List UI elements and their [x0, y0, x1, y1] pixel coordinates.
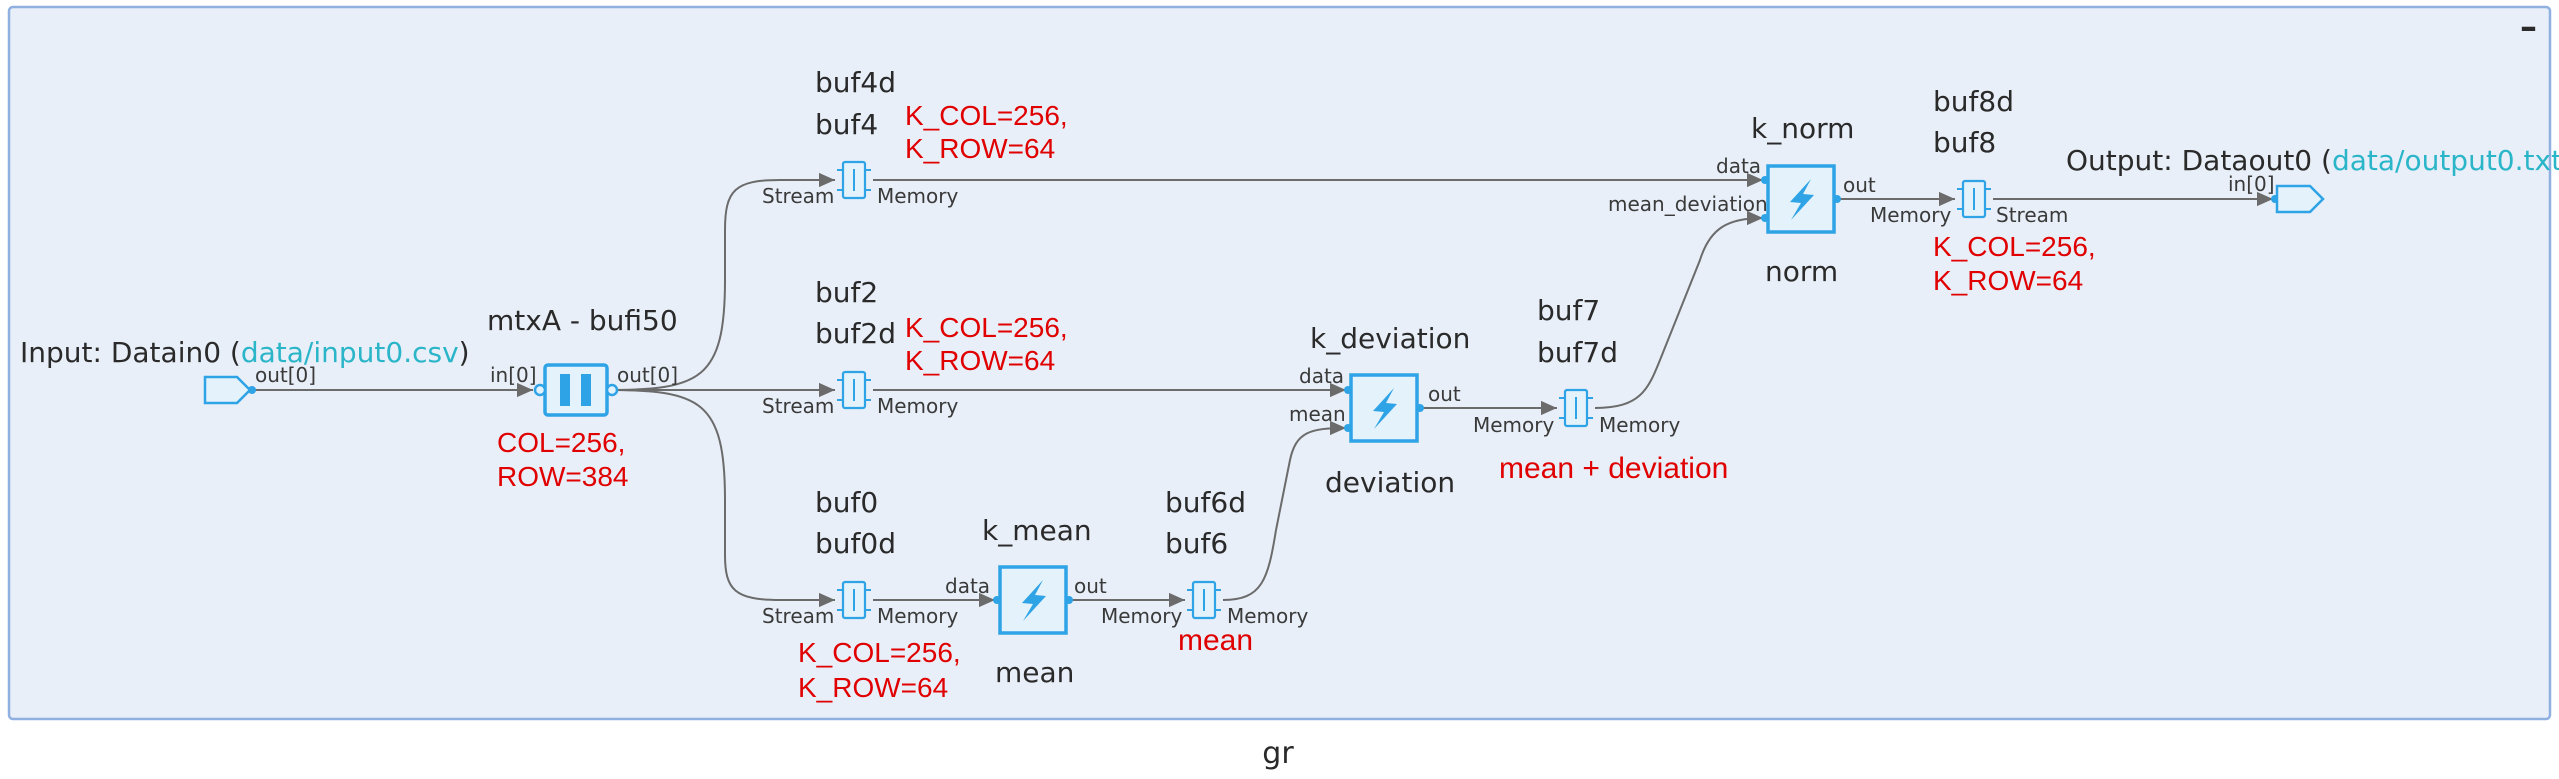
buf8-param-col: K_COL=256, [1933, 231, 2096, 262]
buf7-name-a: buf7 [1537, 294, 1600, 327]
wire-mtx-buf4 [606, 172, 835, 391]
wire-mtx-buf0 [606, 389, 835, 608]
kdev-func: deviation [1325, 466, 1455, 499]
mtx-in-port-label: in[0] [490, 363, 537, 387]
kdev-in-data-label: data [1299, 364, 1344, 388]
kmean-box [998, 565, 1068, 635]
mtx-pause-icon [560, 374, 570, 406]
buf6-left-label: Memory [1101, 604, 1183, 628]
input-title: Input: Datain0 (data/input0.csv) [20, 336, 470, 369]
buf4-name-a: buf4d [815, 66, 896, 99]
buf4-left-label: Stream [762, 184, 834, 208]
buf8-name-b: buf8 [1933, 126, 1996, 159]
knorm-out-label: out [1843, 173, 1876, 197]
buf8-left-label: Memory [1870, 203, 1952, 227]
kmean-in-label: data [945, 574, 990, 598]
buf7-node[interactable] [1559, 388, 1593, 428]
lightning-icon [1790, 179, 1814, 220]
buf8-node[interactable] [1957, 179, 1991, 219]
buf0-param-col: K_COL=256, [798, 637, 961, 668]
buf7-name-b: buf7d [1537, 336, 1618, 369]
kmean-node[interactable] [993, 565, 1073, 635]
mtx-title: mtxA - bufi50 [487, 304, 678, 337]
knorm-func: norm [1765, 255, 1838, 288]
mtx-out-port-label: out[0] [617, 363, 678, 387]
buf4-name-b: buf4 [815, 108, 878, 141]
knorm-node[interactable] [1761, 164, 1841, 234]
buf0-name-a: buf0 [815, 486, 878, 519]
graph-name: gr [1262, 736, 1294, 771]
buf2-param-row: K_ROW=64 [905, 345, 1055, 376]
buf2-node[interactable] [837, 370, 871, 410]
knorm-in-meandev-label: mean_deviation [1608, 192, 1768, 216]
output-title: Output: Dataout0 (data/output0.txt) [2066, 144, 2559, 177]
buf6-note: mean [1178, 624, 1253, 657]
mtx-box [543, 363, 609, 417]
kdev-title: k_deviation [1310, 322, 1470, 355]
wire-buf6-kdev [1222, 420, 1347, 601]
knorm-title: k_norm [1751, 112, 1854, 145]
collapse-button[interactable]: – [2520, 7, 2537, 47]
input-out-port-label: out[0] [255, 363, 316, 387]
buf2-param-col: K_COL=256, [905, 312, 1068, 343]
mtx-param-row: ROW=384 [497, 461, 629, 492]
input-file-link[interactable]: data/input0.csv [241, 336, 459, 369]
kdev-node[interactable] [1344, 373, 1424, 443]
buf7-note: mean + deviation [1499, 452, 1728, 485]
buf0-name-b: buf0d [815, 527, 896, 560]
buf6-name-b: buf6 [1165, 527, 1228, 560]
buf2-left-label: Stream [762, 394, 834, 418]
buf4-param-col: K_COL=256, [905, 100, 1068, 131]
buf2-right-label: Memory [877, 394, 959, 418]
input-port-icon [203, 375, 252, 405]
lightning-icon [1022, 580, 1046, 621]
lightning-icon [1373, 388, 1397, 429]
buf6-right-label: Memory [1227, 604, 1309, 628]
buf8-name-a: buf8d [1933, 85, 2014, 118]
buf2-name-a: buf2 [815, 276, 878, 309]
buf4-right-label: Memory [877, 184, 959, 208]
kmean-out-label: out [1074, 574, 1107, 598]
knorm-in-data-label: data [1716, 154, 1761, 178]
buf7-right-label: Memory [1599, 413, 1681, 437]
buf0-right-label: Memory [877, 604, 959, 628]
wire-buf7-knorm [1594, 210, 1764, 409]
output-in-port-label: in[0] [2228, 172, 2275, 196]
buf4-param-row: K_ROW=64 [905, 133, 1055, 164]
output-port[interactable] [2271, 184, 2325, 214]
output-port-icon [2275, 184, 2325, 214]
output-file-link[interactable]: data/output0.txt [2332, 144, 2559, 177]
buf8-right-label: Stream [1996, 203, 2068, 227]
kdev-out-label: out [1428, 382, 1461, 406]
kmean-title: k_mean [982, 514, 1092, 547]
buf0-param-row: K_ROW=64 [798, 672, 948, 703]
buf0-left-label: Stream [762, 604, 834, 628]
buf4-node[interactable] [837, 160, 871, 200]
mtx-node[interactable] [533, 363, 619, 417]
buf0-node[interactable] [837, 580, 871, 620]
input-port[interactable] [203, 375, 256, 405]
buf6-node[interactable] [1187, 580, 1221, 620]
buf8-param-row: K_ROW=64 [1933, 265, 2083, 296]
mtx-param-col: COL=256, [497, 427, 625, 458]
buf2-name-b: buf2d [815, 317, 896, 350]
kdev-in-mean-label: mean [1289, 402, 1346, 426]
graph-frame [7, 5, 2552, 721]
buf6-name-a: buf6d [1165, 486, 1246, 519]
buf7-left-label: Memory [1473, 413, 1555, 437]
kmean-func: mean [995, 656, 1074, 689]
